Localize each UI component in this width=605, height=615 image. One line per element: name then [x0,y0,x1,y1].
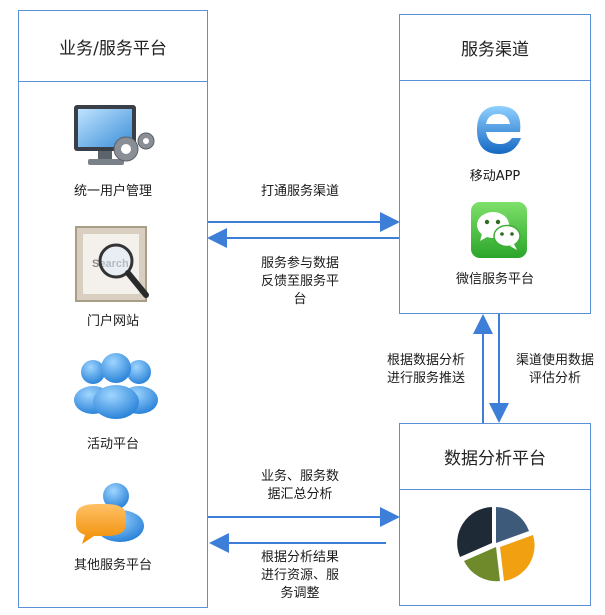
evaluate-line-1: 渠道使用数据 [515,353,594,368]
user-chat-icon [72,480,152,556]
feedback-line-2: 反馈至服务平 [260,274,339,289]
push-label: 根据数据分析 进行服务推送 [376,352,476,388]
wechat-icon [470,201,528,263]
open-channel-label: 打通服务渠道 [260,184,339,199]
push-line-2: 进行服务推送 [386,371,465,386]
search-magnifier-icon: Search [74,225,154,309]
user-group-icon [73,348,159,424]
service-channel-panel: 服务渠道 [399,14,591,314]
analytics-platform-title: 数据分析平台 [400,424,590,490]
ie-browser-icon [470,98,526,162]
unified-user-management-label: 统一用户管理 [73,184,152,199]
aggregate-label: 业务、服务数 据汇总分析 [240,468,360,504]
push-line-1: 根据数据分析 [386,353,465,368]
evaluate-line-2: 评估分析 [528,371,581,386]
aggregate-line-1: 业务、服务数 [260,469,339,484]
adjust-label: 根据分析结果 进行资源、服 务调整 [240,549,360,603]
wechat-platform-label: 微信服务平台 [455,272,534,287]
service-channel-title: 服务渠道 [400,15,590,81]
other-service-platform-label: 其他服务平台 [73,558,152,573]
feedback-line-1: 服务参与数据 [260,256,339,271]
feedback-label: 服务参与数据 反馈至服务平 台 [240,255,360,309]
adjust-line-3: 务调整 [280,586,320,601]
activity-platform-label: 活动平台 [86,437,139,452]
portal-website-label: 门户网站 [86,314,139,329]
adjust-line-1: 根据分析结果 [260,550,339,565]
computer-settings-icon [70,103,160,177]
aggregate-line-2: 据汇总分析 [267,487,333,502]
mobile-app-label: 移动APP [469,169,521,184]
feedback-line-3: 台 [293,292,307,307]
adjust-line-2: 进行资源、服 [260,568,339,583]
pie-chart-icon [456,503,536,587]
evaluate-label: 渠道使用数据 评估分析 [505,352,605,388]
business-platform-title: 业务/服务平台 [19,11,207,82]
